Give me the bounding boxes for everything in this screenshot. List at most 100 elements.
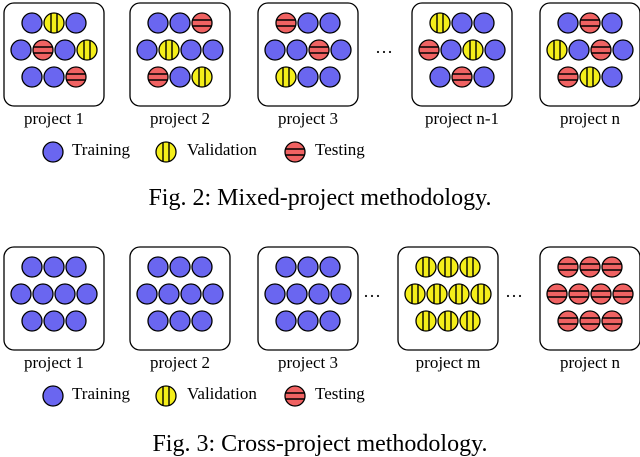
legend-testing: Testing bbox=[284, 140, 365, 163]
project-box bbox=[411, 2, 513, 107]
legend-training: Training bbox=[42, 140, 130, 163]
training-sample-icon bbox=[10, 39, 32, 61]
training-sample-icon bbox=[319, 66, 341, 88]
validation-sample-icon bbox=[579, 66, 601, 88]
legend-label: Training bbox=[72, 384, 130, 403]
validation-sample-icon bbox=[158, 39, 180, 61]
project-label: project 2 bbox=[150, 353, 210, 372]
project-box bbox=[397, 246, 499, 351]
project-box bbox=[539, 246, 640, 351]
validation-sample-icon bbox=[459, 310, 481, 332]
testing-sample-icon bbox=[579, 310, 601, 332]
training-sample-icon bbox=[286, 39, 308, 61]
training-sample-icon bbox=[319, 310, 341, 332]
training-sample-icon bbox=[136, 283, 158, 305]
ellipsis: ··· bbox=[375, 42, 393, 62]
project-label: project n bbox=[560, 353, 620, 372]
training-legend-icon bbox=[42, 141, 64, 163]
project-label: project 3 bbox=[278, 353, 338, 372]
testing-sample-icon bbox=[579, 12, 601, 34]
training-sample-icon bbox=[330, 39, 352, 61]
training-sample-icon bbox=[557, 12, 579, 34]
training-sample-icon bbox=[601, 12, 623, 34]
training-sample-icon bbox=[297, 310, 319, 332]
testing-sample-icon bbox=[451, 66, 473, 88]
training-sample-icon bbox=[484, 39, 506, 61]
training-sample-icon bbox=[429, 66, 451, 88]
project-label: project 3 bbox=[278, 109, 338, 128]
project-box bbox=[3, 246, 105, 351]
validation-sample-icon bbox=[43, 12, 65, 34]
training-sample-icon bbox=[297, 66, 319, 88]
validation-legend-icon bbox=[155, 385, 177, 407]
training-sample-icon bbox=[568, 39, 590, 61]
testing-sample-icon bbox=[590, 39, 612, 61]
testing-sample-icon bbox=[612, 283, 634, 305]
training-sample-icon bbox=[10, 283, 32, 305]
legend-validation: Validation bbox=[155, 140, 257, 163]
testing-sample-icon bbox=[557, 66, 579, 88]
training-sample-icon bbox=[473, 66, 495, 88]
training-sample-icon bbox=[169, 66, 191, 88]
validation-sample-icon bbox=[470, 283, 492, 305]
training-sample-icon bbox=[65, 12, 87, 34]
training-sample-icon bbox=[473, 12, 495, 34]
legend-label: Validation bbox=[187, 140, 257, 159]
training-sample-icon bbox=[202, 39, 224, 61]
training-sample-icon bbox=[264, 39, 286, 61]
legend-label: Testing bbox=[315, 140, 365, 159]
project-label: project 1 bbox=[24, 109, 84, 128]
testing-sample-icon bbox=[32, 39, 54, 61]
testing-sample-icon bbox=[568, 283, 590, 305]
training-sample-icon bbox=[147, 12, 169, 34]
testing-sample-icon bbox=[65, 66, 87, 88]
project-box bbox=[3, 2, 105, 107]
figure-caption: Fig. 3: Cross-project methodology. bbox=[152, 431, 488, 457]
training-legend-icon bbox=[42, 385, 64, 407]
legend-validation: Validation bbox=[155, 384, 257, 407]
training-sample-icon bbox=[330, 283, 352, 305]
training-sample-icon bbox=[169, 12, 191, 34]
training-sample-icon bbox=[147, 310, 169, 332]
validation-sample-icon bbox=[191, 66, 213, 88]
validation-sample-icon bbox=[462, 39, 484, 61]
training-sample-icon bbox=[319, 12, 341, 34]
training-sample-icon bbox=[275, 310, 297, 332]
training-sample-icon bbox=[440, 39, 462, 61]
training-sample-icon bbox=[43, 310, 65, 332]
testing-sample-icon bbox=[601, 310, 623, 332]
training-sample-icon bbox=[136, 39, 158, 61]
training-sample-icon bbox=[191, 256, 213, 278]
testing-sample-icon bbox=[418, 39, 440, 61]
project-box bbox=[129, 246, 231, 351]
training-sample-icon bbox=[286, 283, 308, 305]
validation-sample-icon bbox=[76, 39, 98, 61]
training-sample-icon bbox=[191, 310, 213, 332]
project-box bbox=[257, 246, 359, 351]
testing-sample-icon bbox=[546, 283, 568, 305]
validation-sample-icon bbox=[546, 39, 568, 61]
testing-sample-icon bbox=[601, 256, 623, 278]
training-sample-icon bbox=[43, 256, 65, 278]
training-sample-icon bbox=[601, 66, 623, 88]
testing-sample-icon bbox=[147, 66, 169, 88]
legend: Training Validation Testing bbox=[42, 140, 365, 163]
training-sample-icon bbox=[180, 283, 202, 305]
validation-sample-icon bbox=[437, 310, 459, 332]
project-label: project n-1 bbox=[425, 109, 499, 128]
validation-sample-icon bbox=[275, 66, 297, 88]
training-sample-icon bbox=[54, 39, 76, 61]
validation-sample-icon bbox=[437, 256, 459, 278]
training-sample-icon bbox=[76, 283, 98, 305]
training-sample-icon bbox=[297, 256, 319, 278]
testing-legend-icon bbox=[284, 141, 306, 163]
project-label: project 1 bbox=[24, 353, 84, 372]
training-sample-icon bbox=[297, 12, 319, 34]
testing-legend-icon bbox=[284, 385, 306, 407]
figure-caption: Fig. 2: Mixed-project methodology. bbox=[148, 185, 492, 211]
validation-sample-icon bbox=[426, 283, 448, 305]
